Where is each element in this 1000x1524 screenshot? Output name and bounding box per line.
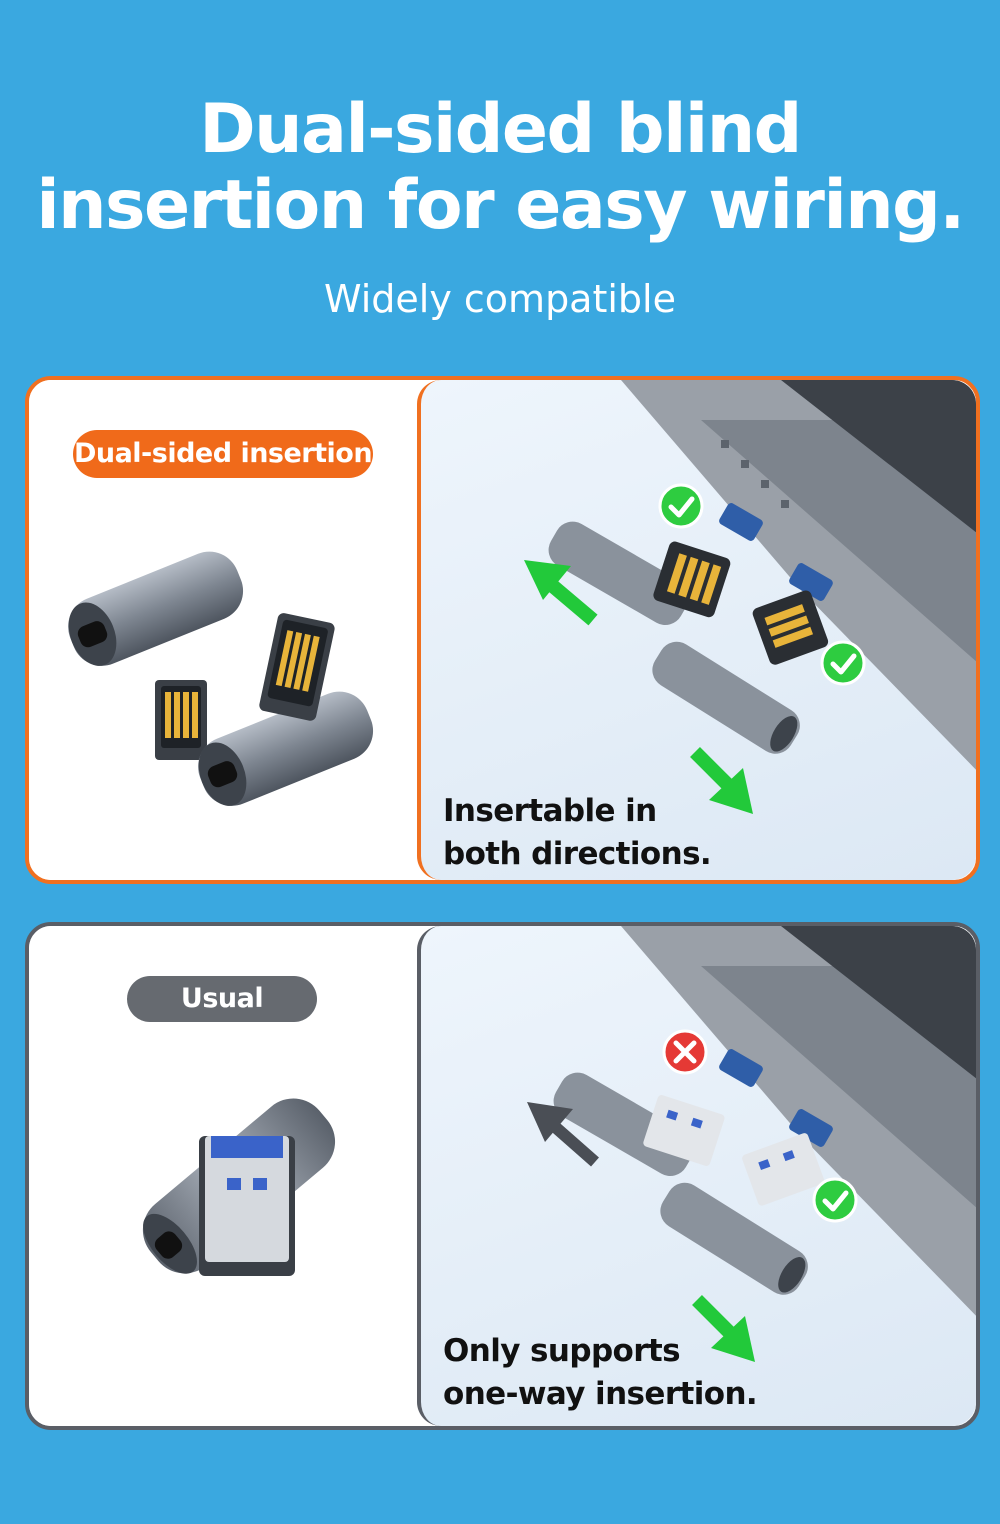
caption-line-1: Only supports [443, 1333, 681, 1369]
arrow-down-right-icon [690, 747, 753, 814]
page-subtitle: Widely compatible [323, 277, 676, 321]
usual-product-pane: Usual [29, 926, 421, 1426]
cross-icon [662, 1029, 708, 1075]
usual-adapters-in-ports [527, 1029, 858, 1362]
dual-sided-product-pane: Dual-sided insertion [29, 380, 421, 880]
laptop-ports-illustration-bottom [621, 926, 976, 1316]
check-icon [812, 1177, 858, 1223]
usual-usage-pane: Only supports one-way insertion. [417, 926, 976, 1426]
check-icon [658, 483, 704, 529]
title-line-1: Dual-sided blind [199, 90, 802, 169]
arrow-down-right-icon [692, 1295, 755, 1362]
dual-sided-badge: Dual-sided insertion [73, 430, 373, 478]
usual-caption: Only supports one-way insertion. [443, 1330, 758, 1416]
laptop-ports-illustration [621, 380, 976, 770]
dual-sided-usage-pane: Insertable in both directions. [417, 380, 976, 880]
usual-badge: Usual [127, 976, 317, 1022]
check-icon [820, 640, 866, 686]
dual-sided-adapters-in-ports [524, 483, 866, 814]
usual-panel: Usual [25, 922, 980, 1430]
caption-line-2: both directions. [443, 836, 712, 872]
usual-adapter-illustration [142, 1098, 336, 1276]
arrow-up-left-icon [524, 560, 598, 626]
caption-line-2: one-way insertion. [443, 1376, 758, 1412]
title-line-2: insertion for easy wiring. [36, 166, 965, 245]
page-title: Dual-sided blind insertion for easy wiri… [0, 92, 1000, 244]
dual-sided-adapter-illustration [68, 551, 374, 806]
dual-sided-panel: Dual-sided insertion [25, 376, 980, 884]
dual-sided-caption: Insertable in both directions. [443, 790, 712, 876]
caption-line-1: Insertable in [443, 793, 657, 829]
arrow-up-left-icon [527, 1102, 599, 1167]
